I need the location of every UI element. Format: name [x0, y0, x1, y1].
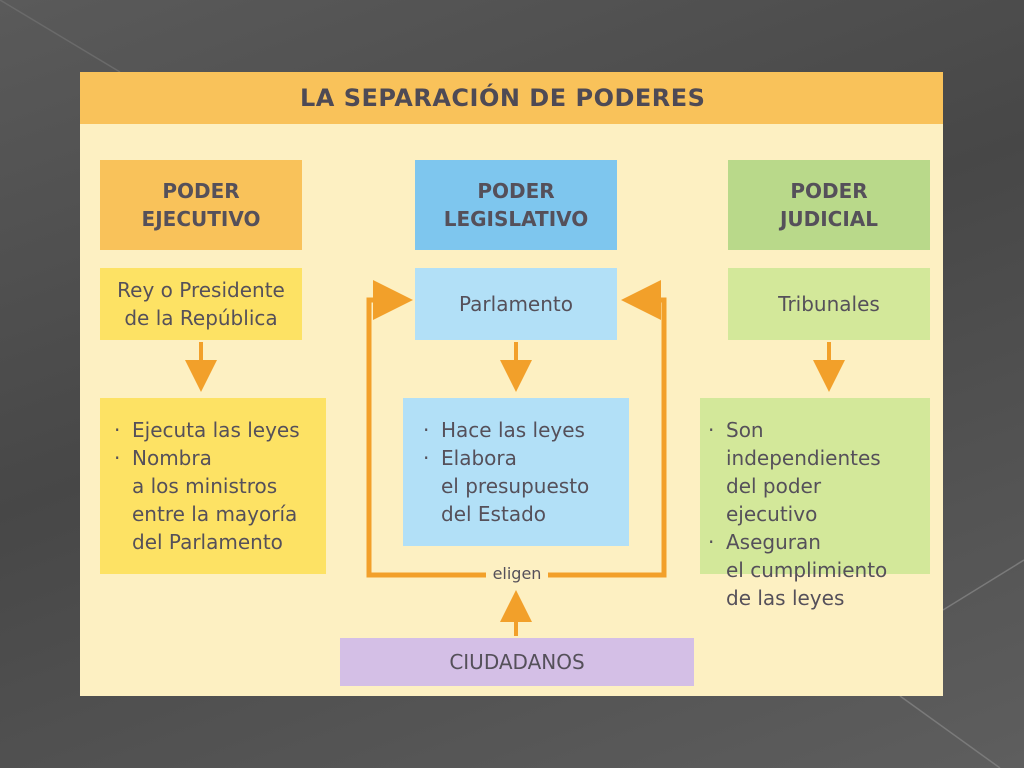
title-bar: [80, 72, 943, 124]
judicial-function-item: Son independientes del poder ejecutivo: [704, 416, 918, 528]
executive-function-item: Ejecuta las leyes: [110, 416, 300, 444]
judicial-body: Tribunales: [728, 268, 930, 340]
elect-label: eligen: [486, 562, 548, 586]
executive-header: PODER EJECUTIVO: [100, 160, 302, 250]
judicial-functions: Son independientes del poder ejecutivo A…: [700, 398, 930, 610]
legislative-functions: Hace las leyes Elabora el presupuesto de…: [403, 398, 629, 546]
legislative-function-item: Hace las leyes: [419, 416, 585, 444]
executive-function-item: Nombra a los ministros entre la mayoría …: [110, 444, 297, 556]
judicial-header: PODER JUDICIAL: [728, 160, 930, 250]
legislative-body: Parlamento: [415, 268, 617, 340]
diagram-title: LA SEPARACIÓN DE PODERES: [300, 84, 706, 112]
executive-body: Rey o Presidente de la República: [100, 268, 302, 340]
judicial-function-item: Aseguran el cumplimiento de las leyes: [704, 528, 887, 612]
elect-loop-left-arrow: [366, 280, 488, 578]
legislative-header: PODER LEGISLATIVO: [415, 160, 617, 250]
executive-functions: Ejecuta las leyes Nombra a los ministros…: [100, 398, 326, 574]
legislative-function-item: Elabora el presupuesto del Estado: [419, 444, 589, 528]
elect-loop-right-arrow: [546, 280, 667, 578]
citizens-box: CIUDADANOS: [340, 638, 694, 686]
